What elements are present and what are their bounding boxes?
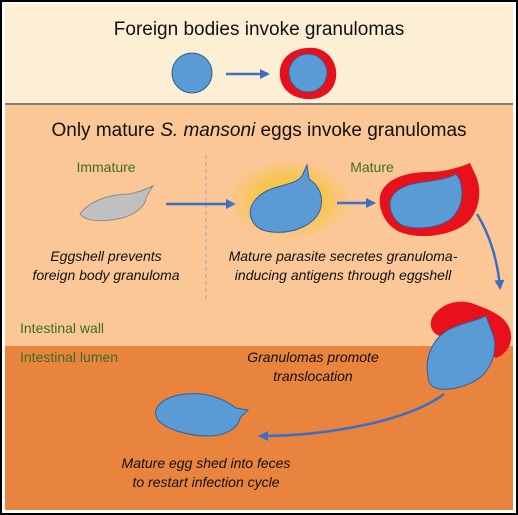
- main-panel-title: Only mature S. mansoni eggs invoke granu…: [51, 120, 466, 141]
- title-species: S. mansoni: [160, 120, 256, 141]
- translocation-caption-line1: Granulomas promote: [247, 349, 379, 365]
- arrow-to-lumen: [258, 393, 445, 441]
- title-prefix: Only mature: [51, 120, 160, 141]
- shed-caption-line2: to restart infection cycle: [132, 474, 279, 490]
- top-panel-title: Foreign bodies invoke granulomas: [114, 19, 404, 40]
- immature-caption-line2: foreign body granuloma: [32, 267, 179, 283]
- immature-label: Immature: [76, 159, 135, 175]
- intestinal-lumen-label: Intestinal lumen: [20, 349, 118, 365]
- translocation-caption-line2: translocation: [273, 368, 353, 384]
- mature-egg: [249, 163, 323, 233]
- granuloma-egg: [379, 163, 480, 237]
- top-panel: [5, 4, 513, 104]
- intestinal-wall-label: Intestinal wall: [20, 320, 104, 336]
- translocating-egg: [426, 301, 512, 390]
- immature-egg: [79, 184, 155, 222]
- title-suffix: eggs invoke granulomas: [255, 120, 466, 141]
- granuloma-ring: [279, 47, 337, 100]
- immature-caption-line1: Eggshell prevents: [50, 248, 161, 264]
- mature-caption-line2: inducing antigens through eggshell: [235, 267, 452, 283]
- foreign-body-circle: [171, 52, 213, 94]
- mature-label: Mature: [350, 159, 394, 175]
- arrow-to-wall: [475, 213, 505, 290]
- shed-egg: [155, 393, 250, 437]
- mature-caption-line1: Mature parasite secretes granuloma-: [229, 248, 458, 264]
- shed-caption-line1: Mature egg shed into feces: [122, 455, 291, 471]
